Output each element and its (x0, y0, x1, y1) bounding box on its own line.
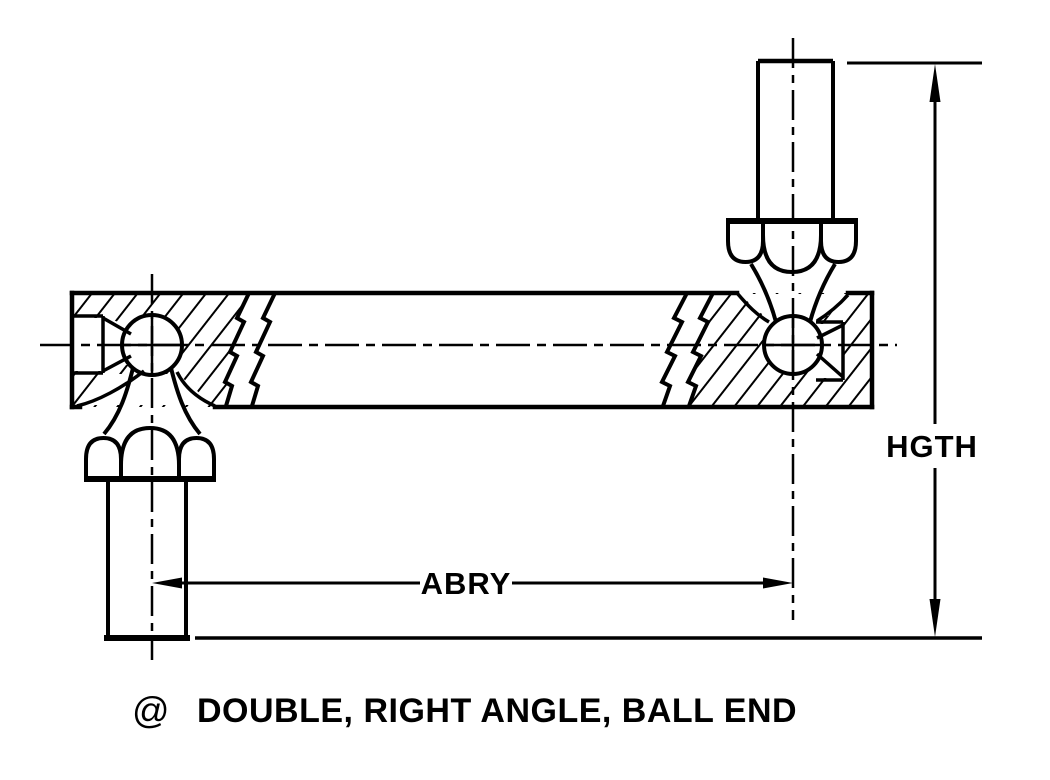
left-hex-lobe (84, 435, 123, 479)
drawing-caption: @ DOUBLE, RIGHT ANGLE, BALL END (132, 690, 797, 731)
hgth-label: HGTH (886, 429, 978, 464)
down-arrowhead-icon (929, 599, 941, 637)
abry-dimension: ABRY (152, 566, 793, 601)
up-arrowhead-icon (929, 64, 941, 102)
break-lines (222, 292, 715, 407)
left-ball-stud (84, 367, 216, 641)
hgth-dimension: HGTH (195, 61, 982, 640)
right-arrowhead-icon (763, 577, 793, 589)
right-hex-lobe (819, 221, 858, 265)
centerlines (40, 38, 897, 660)
right-hex-lobe (726, 221, 765, 265)
left-arrowhead-icon (152, 577, 182, 589)
left-hex-lobe (177, 435, 216, 479)
abry-label: ABRY (421, 566, 512, 601)
caption-reference-symbol: @ (132, 690, 170, 731)
caption-text: DOUBLE, RIGHT ANGLE, BALL END (197, 692, 797, 730)
left-hex-lobe (119, 425, 181, 479)
